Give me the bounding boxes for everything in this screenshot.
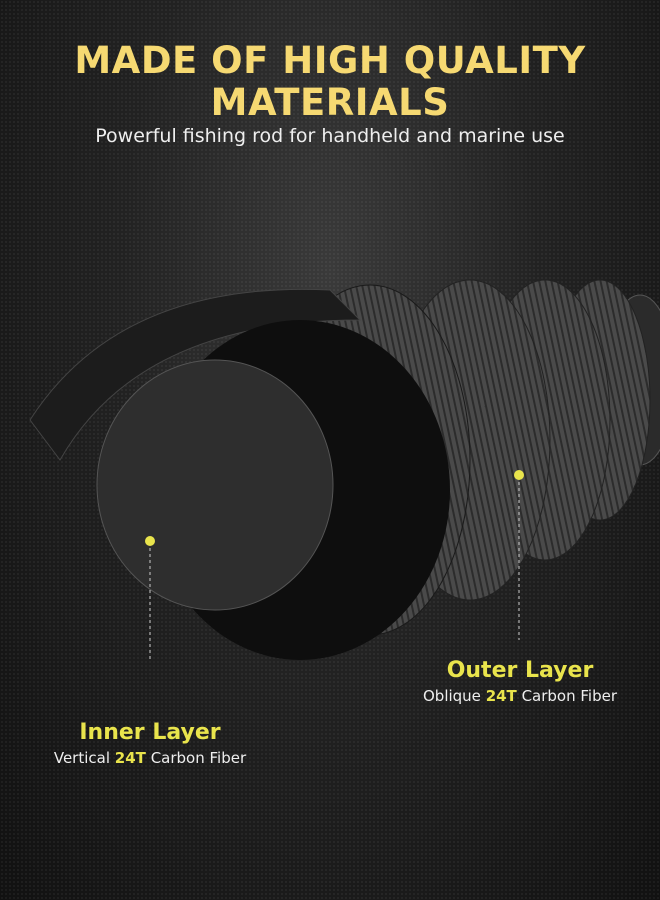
outer-layer-prefix: Oblique bbox=[422, 687, 481, 705]
headline-line-2: MATERIALS bbox=[210, 81, 450, 124]
headline-line-1: MADE OF HIGH QUALITY bbox=[74, 39, 586, 82]
inner-layer-label: Inner Layer Vertical 24T Carbon Fiber bbox=[35, 720, 265, 767]
inner-layer-prefix: Vertical bbox=[53, 749, 111, 767]
outer-layer-suffix: Carbon Fiber bbox=[521, 687, 618, 705]
headline: MADE OF HIGH QUALITY MATERIALS bbox=[0, 40, 660, 124]
subtitle: Powerful fishing rod for handheld and ma… bbox=[95, 125, 565, 147]
inner-core-face bbox=[96, 359, 334, 611]
outer-layer-title: Outer Layer bbox=[446, 658, 594, 683]
inner-layer-highlight: 24T bbox=[114, 749, 146, 767]
inner-layer-suffix: Carbon Fiber bbox=[150, 749, 247, 767]
inner-layer-title: Inner Layer bbox=[79, 720, 221, 745]
rod-cross-section-illustration bbox=[29, 279, 660, 660]
outer-layer-marker-dot bbox=[514, 470, 524, 480]
inner-layer-marker-dot bbox=[145, 536, 155, 546]
outer-wrap-sheet bbox=[29, 288, 362, 461]
outer-layer-label: Outer Layer Oblique 24T Carbon Fiber bbox=[405, 658, 635, 705]
inner-layer-description: Vertical 24T Carbon Fiber bbox=[35, 749, 265, 767]
outer-layer-highlight: 24T bbox=[485, 687, 517, 705]
outer-layer-description: Oblique 24T Carbon Fiber bbox=[405, 687, 635, 705]
